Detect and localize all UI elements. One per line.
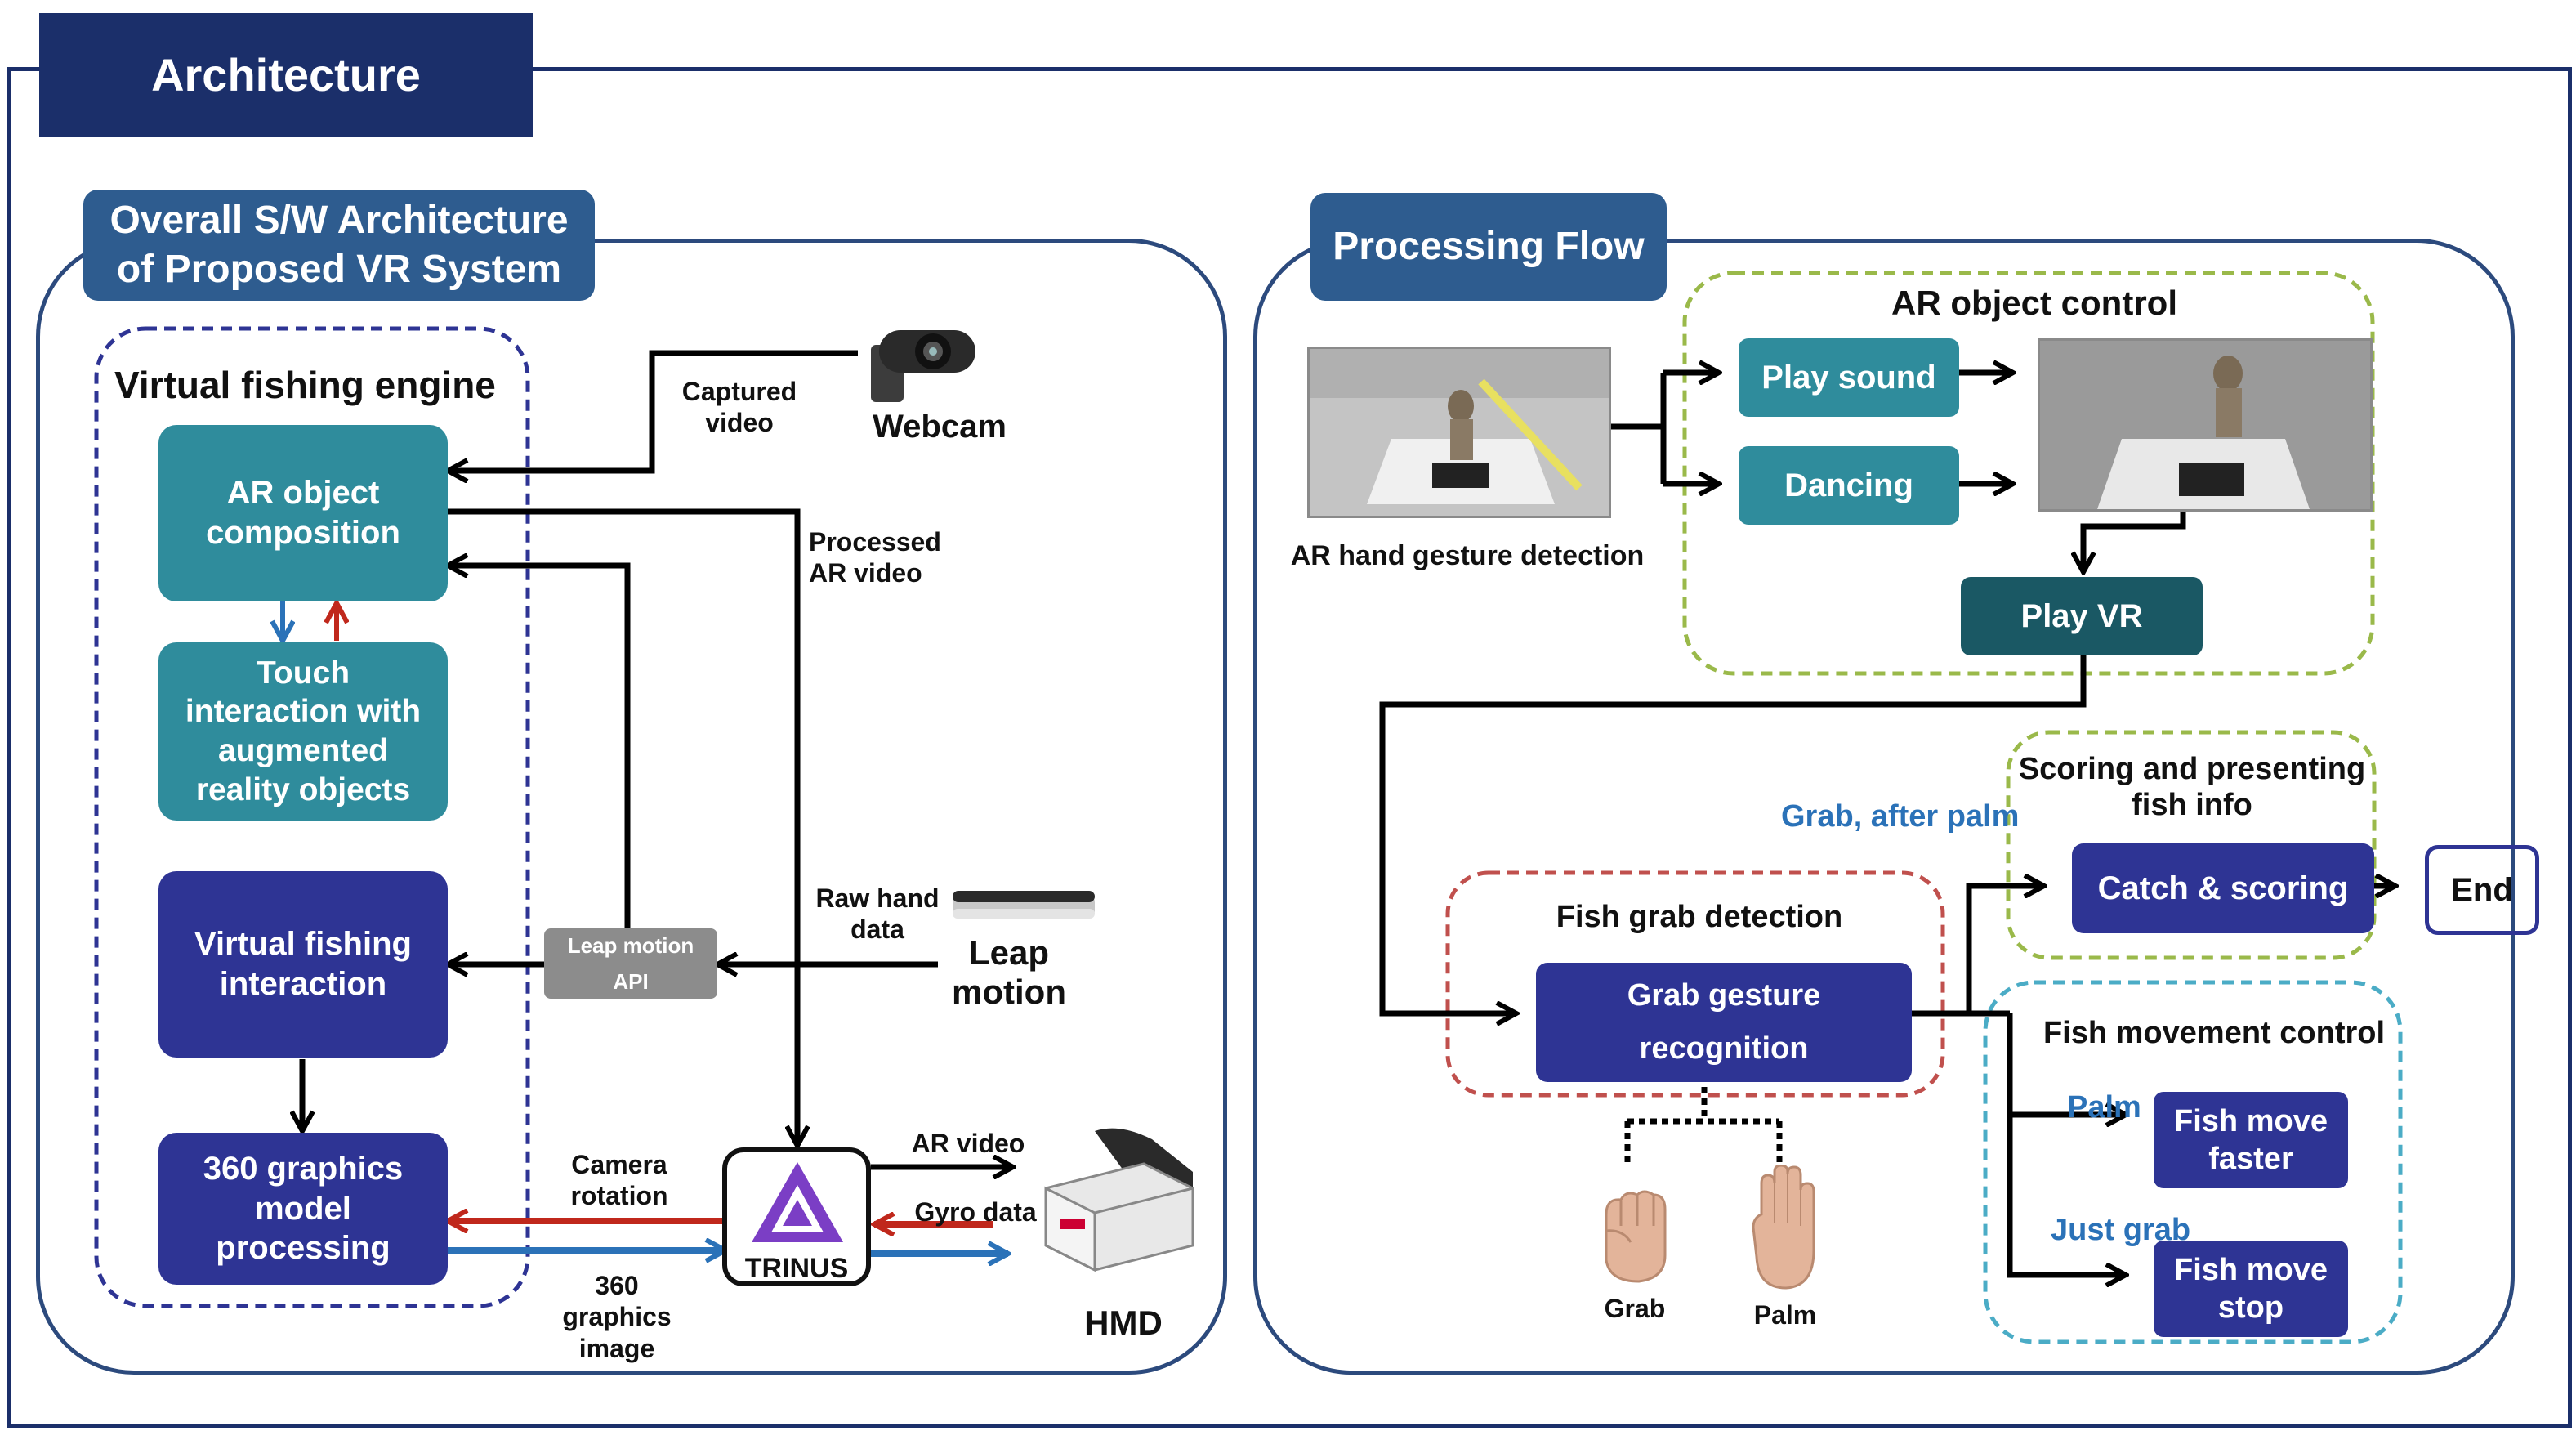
move-stop-box: Fish move stop xyxy=(2154,1241,2348,1337)
outer-frame xyxy=(7,67,2572,1428)
fist-hand-icon xyxy=(1590,1182,1680,1288)
engine-dashed-box xyxy=(94,326,530,1308)
processed-ar-label: Processed AR video xyxy=(809,527,941,588)
trinus-box: TRINUS xyxy=(722,1147,871,1286)
grab-gesture-box: Grab gesture recognition xyxy=(1536,963,1912,1082)
captured-video-label: Captured video xyxy=(681,377,797,438)
movement-title: Fish movement control xyxy=(2042,1016,2386,1050)
right-panel-title: Processing Flow xyxy=(1310,193,1667,301)
grab-hand-label: Grab xyxy=(1604,1294,1666,1323)
ar-control-title: AR object control xyxy=(1891,284,2177,322)
scoring-dashed-box xyxy=(2006,730,2377,960)
vr-headset-icon xyxy=(1038,1123,1201,1295)
trinus-logo-icon xyxy=(752,1162,843,1242)
engine-title: Virtual fishing engine xyxy=(114,364,496,406)
webcam-label: Webcam xyxy=(873,409,1007,445)
webcam-icon xyxy=(863,324,982,405)
play-sound-box: Play sound xyxy=(1739,338,1959,417)
fish-grab-dashed-box xyxy=(1445,870,1945,1098)
scoring-title: Scoring and presenting fish info xyxy=(2018,752,2366,822)
open-palm-icon xyxy=(1750,1164,1819,1291)
play-vr-box: Play VR xyxy=(1961,577,2203,655)
palm-hand-label: Palm xyxy=(1753,1300,1817,1330)
trinus-label: TRINUS xyxy=(744,1253,849,1284)
move-faster-box: Fish move faster xyxy=(2154,1092,2348,1188)
ar-hand-detection-label: AR hand gesture detection xyxy=(1290,540,1645,571)
graphics-360-box: 360 graphics model processing xyxy=(158,1133,448,1285)
fish-grab-title: Fish grab detection xyxy=(1556,900,1843,934)
touch-interaction-box: Touch interaction with augmented reality… xyxy=(158,642,448,821)
leap-motion-device-icon xyxy=(948,884,1100,925)
end-box: End xyxy=(2425,845,2539,935)
left-panel-title: Overall S/W Architecture of Proposed VR … xyxy=(83,190,595,301)
leap-motion-label: Leap motion xyxy=(952,933,1066,1012)
ar-composition-box: AR object composition xyxy=(158,425,448,601)
raw-hand-label: Raw hand data xyxy=(815,883,940,945)
virtual-fishing-box: Virtual fishing interaction xyxy=(158,871,448,1058)
ar-control-dashed-box xyxy=(1682,271,2375,676)
leap-api-box: Leap motion API xyxy=(544,928,717,999)
catch-scoring-box: Catch & scoring xyxy=(2072,843,2374,933)
header-title: Architecture xyxy=(39,13,533,137)
camera-rotation-label: Camera rotation xyxy=(570,1150,668,1211)
grab-after-palm-label: Grab, after palm xyxy=(1781,799,2020,834)
gyro-data-label: Gyro data xyxy=(914,1197,1037,1227)
ar-object-image xyxy=(2038,338,2373,512)
graphics-image-label: 360 graphics image xyxy=(562,1271,672,1363)
palm-branch-label: Palm xyxy=(2067,1090,2141,1125)
ar-hand-gesture-image xyxy=(1307,347,1611,518)
ar-video-label: AR video xyxy=(911,1129,1025,1158)
dancing-box: Dancing xyxy=(1739,446,1959,525)
hmd-label: HMD xyxy=(1084,1304,1163,1342)
movement-dashed-box xyxy=(1983,980,2403,1344)
